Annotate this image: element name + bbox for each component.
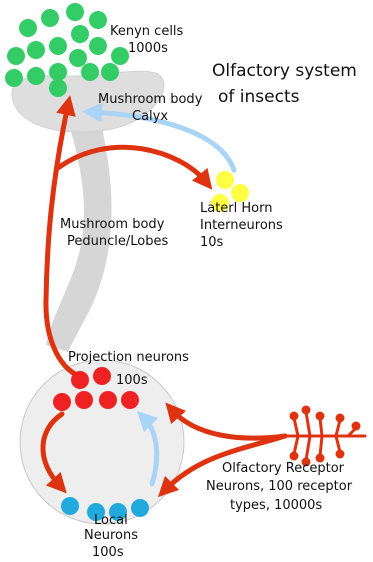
- calyx-label-line2: Calyx: [132, 109, 168, 124]
- kenyon-cell: [66, 3, 84, 21]
- projection-neuron: [121, 391, 139, 409]
- lateral-horn-cell: [216, 171, 234, 189]
- receptor-label-line1: Olfactory Receptor: [222, 461, 345, 476]
- receptor-label-line3: types, 10000s: [230, 498, 322, 513]
- local-neuron: [61, 497, 79, 515]
- local-label-line3: 100s: [92, 545, 124, 560]
- kenyon-cell: [5, 69, 23, 87]
- kenyon-label-line1: Kenyn cells: [110, 24, 184, 39]
- kenyon-cell: [69, 49, 87, 67]
- kenyon-cell: [71, 25, 89, 43]
- local-label-line1: Local: [94, 513, 128, 528]
- diagram-title-line2: of insects: [218, 87, 300, 107]
- kenyon-label-line2: 1000s: [128, 41, 168, 56]
- kenyon-cell: [81, 63, 99, 81]
- kenyon-cell: [49, 63, 67, 81]
- kenyon-cell: [7, 47, 25, 65]
- projection-neuron: [71, 371, 89, 389]
- lateral-horn-label-line3: 10s: [200, 235, 224, 250]
- local-label-line2: Neurons: [84, 528, 138, 543]
- projection-label-line2: 100s: [116, 373, 148, 388]
- kenyon-cell: [41, 9, 59, 27]
- projection-neuron: [99, 391, 117, 409]
- lateral-horn-cell: [231, 184, 249, 202]
- lateral-horn-label-line2: Interneurons: [200, 218, 283, 233]
- diagram-title-line1: Olfactory system: [212, 61, 357, 81]
- receptor-label-line2: Neurons, 100 receptor: [206, 479, 353, 494]
- kenyon-cell: [101, 63, 119, 81]
- local-neuron: [131, 499, 149, 517]
- lateral-horn-label-line1: Laterl Horn: [200, 201, 272, 216]
- projection-neuron: [53, 393, 71, 411]
- projection-label-line1: Projection neurons: [68, 350, 189, 365]
- kenyon-cell: [111, 47, 129, 65]
- peduncle-label-line2: Peduncle/Lobes: [67, 234, 168, 249]
- kenyon-cell: [49, 79, 67, 97]
- projection-neuron: [75, 391, 93, 409]
- orn-to-pn-arrow: [172, 410, 285, 438]
- kenyon-cell: [89, 11, 107, 29]
- projection-neuron: [93, 367, 111, 385]
- calyx-label-line1: Mushroom body: [98, 92, 203, 107]
- kenyon-cell: [27, 41, 45, 59]
- kenyon-cell: [49, 37, 67, 55]
- kenyon-cell: [27, 67, 45, 85]
- kenyon-cell: [89, 37, 107, 55]
- peduncle-label-line1: Mushroom body: [60, 217, 165, 232]
- kenyon-cell: [19, 19, 37, 37]
